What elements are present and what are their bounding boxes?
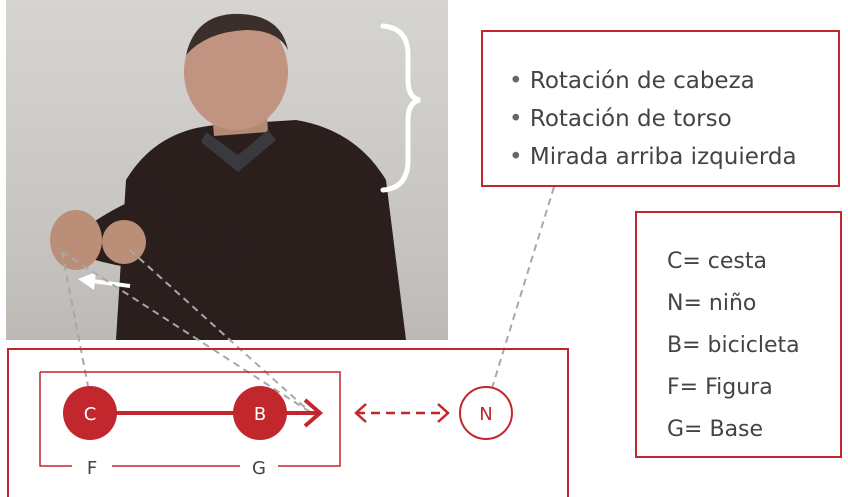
- legend-entry-n: N= niño: [667, 291, 757, 316]
- node-n: [459, 386, 513, 440]
- dashed-line-hand-to-arrow-b: [61, 251, 311, 413]
- feature-torso-rotation: Rotación de torso: [509, 100, 838, 138]
- diagram-panel-frame: [7, 348, 569, 497]
- b-arrow-head: [303, 398, 324, 428]
- dashed-connectors: [61, 186, 555, 413]
- legend-entry-g: G= Base: [667, 417, 764, 442]
- white-arrow-icon: [78, 272, 131, 290]
- double-arrow-icon: [354, 403, 450, 423]
- label-g: G: [252, 458, 266, 479]
- curly-brace-icon: [380, 23, 421, 193]
- legend-entry-c: C= cesta: [667, 249, 767, 274]
- node-b: [233, 386, 287, 440]
- node-c-label: C: [84, 404, 97, 425]
- dashed-line-hand-to-arrow-a: [129, 249, 311, 413]
- feature-gaze-up-left: Mirada arriba izquierda: [509, 138, 838, 176]
- features-box: Rotación de cabeza Rotación de torso Mir…: [481, 30, 840, 187]
- legend-entry-f: F= Figura: [667, 375, 773, 400]
- label-f: F: [87, 458, 97, 479]
- dashed-line-hand-to-c: [61, 251, 89, 387]
- node-c: [63, 386, 117, 440]
- inner-frame: [39, 371, 341, 467]
- feature-head-rotation: Rotación de cabeza: [509, 62, 838, 100]
- node-n-label: N: [479, 404, 492, 425]
- node-b-label: B: [254, 404, 266, 425]
- legend-entry-b: B= bicicleta: [667, 333, 800, 358]
- legend-box: C= cesta N= niño B= bicicleta F= Figura …: [635, 211, 842, 458]
